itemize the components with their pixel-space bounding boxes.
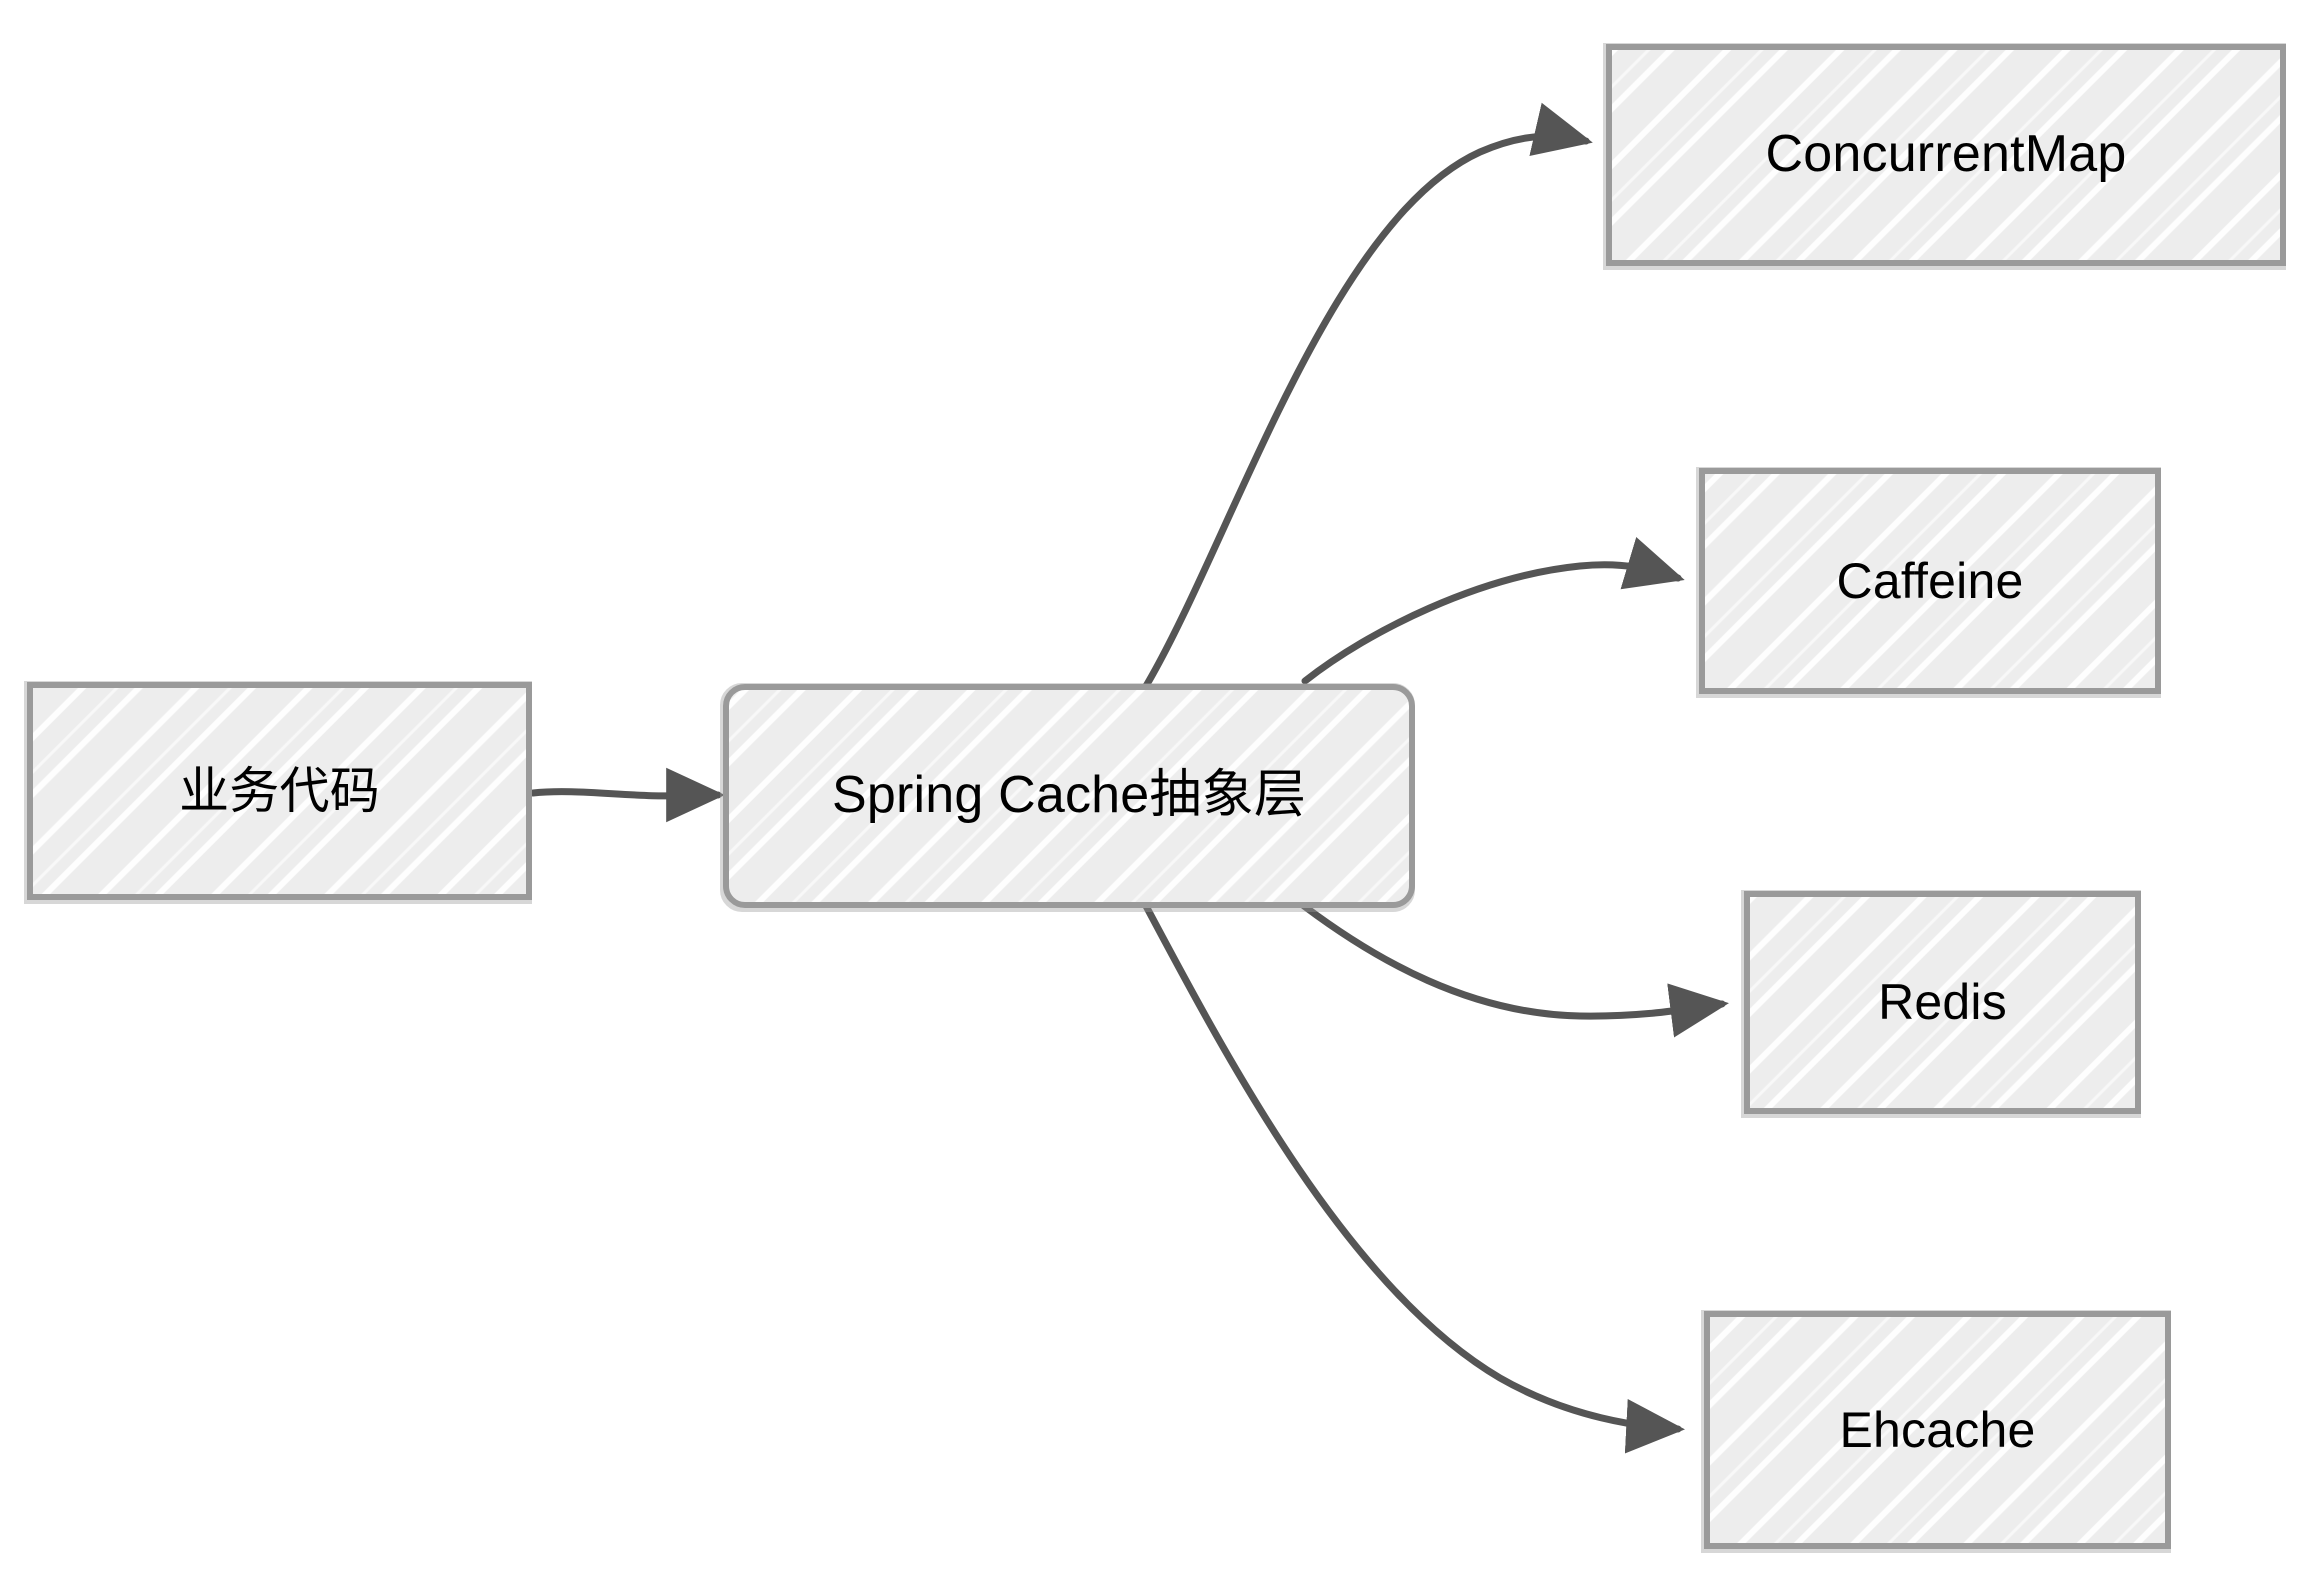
- node-concurrentmap[interactable]: ConcurrentMap: [1603, 43, 2286, 270]
- edge-business-code-to-spring-cache: [529, 767, 725, 823]
- node-ehcache-label: Ehcache: [1839, 1401, 2036, 1458]
- node-spring-cache[interactable]: Spring Cache抽象层: [720, 683, 1415, 912]
- node-caffeine-label: Caffeine: [1836, 552, 2024, 609]
- edge-spring-cache-to-redis: [1300, 902, 1729, 1038]
- node-caffeine[interactable]: Caffeine: [1696, 467, 2161, 698]
- node-redis-label: Redis: [1878, 974, 2007, 1030]
- node-spring-cache-label: Spring Cache抽象层: [831, 766, 1307, 825]
- edge-spring-cache-to-concurrentmap: [1142, 102, 1593, 690]
- edge-spring-cache-to-ehcache: [1142, 902, 1685, 1454]
- edge-spring-cache-to-caffeine: [1301, 536, 1685, 685]
- node-business-code[interactable]: 业务代码: [24, 681, 532, 904]
- node-business-code-label: 业务代码: [179, 762, 380, 819]
- node-concurrentmap-label: ConcurrentMap: [1765, 125, 2127, 184]
- node-redis[interactable]: Redis: [1741, 890, 2141, 1118]
- node-ehcache[interactable]: Ehcache: [1701, 1310, 2171, 1553]
